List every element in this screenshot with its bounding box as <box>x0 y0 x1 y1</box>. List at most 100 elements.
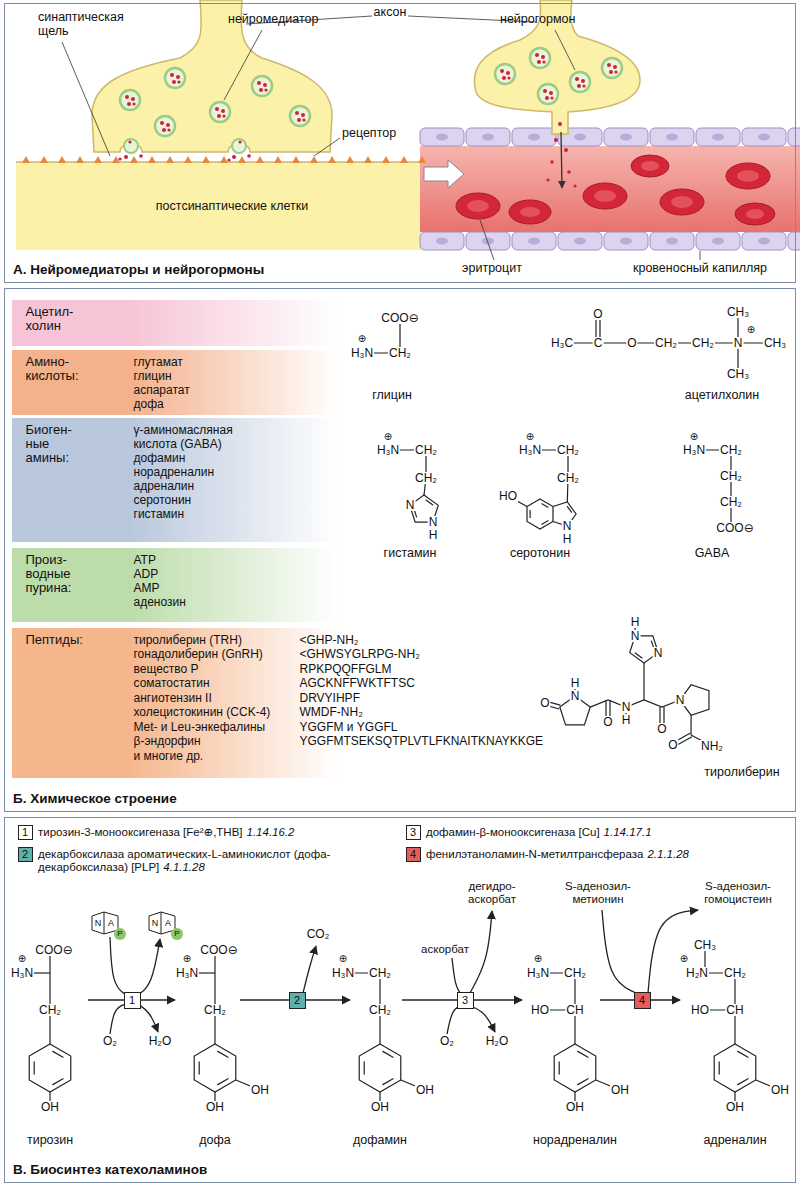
synapse-illustration <box>16 0 440 250</box>
atom-label: ⊕ <box>182 954 192 964</box>
label-text: OH <box>726 1100 744 1114</box>
enzyme-number: 3 <box>457 992 474 1009</box>
structure-bonds <box>697 972 735 973</box>
label-text: OH <box>611 1083 629 1097</box>
enzyme-number-text: 2 <box>22 849 28 860</box>
text-label: P <box>117 929 122 938</box>
leader-line <box>555 30 575 70</box>
structure-bonds <box>559 1062 560 1075</box>
synapse-illustration <box>290 106 310 126</box>
reaction-arrow <box>138 939 160 995</box>
endothelial-cells <box>466 232 510 250</box>
structure-bonds <box>29 1044 71 1092</box>
label-text: OH <box>771 1083 789 1097</box>
label-text: эритроцит <box>462 261 522 275</box>
list-item: Met- и Leu-энкефалины <box>134 720 266 734</box>
text-label: дофамин-β-монооксигеназа [Cu]1.14.17.1 <box>426 826 652 839</box>
capillary-illustration <box>570 72 590 92</box>
panel-frame: В. Биосинтез катехоламинов13241234 <box>4 817 796 1183</box>
enzyme-number-text: 2 <box>294 995 300 1006</box>
label-text: постсинаптические клетки <box>156 199 308 213</box>
label-text: H₂N <box>686 966 708 980</box>
erythrocytes <box>726 163 770 189</box>
coenzyme-icon <box>149 912 175 934</box>
list-item: и многие др. <box>134 749 204 763</box>
label-text: тирозин <box>27 1133 73 1147</box>
enzyme-number-text: 4 <box>410 849 416 860</box>
atom-label: CH <box>725 1004 744 1016</box>
receptor-symbol <box>418 156 426 163</box>
structure-bonds <box>34 1062 35 1075</box>
list-item: <GHWSYGLRPG-NH₂ <box>300 647 420 661</box>
atom-label: OH <box>40 1101 60 1113</box>
text-label: дофамин <box>353 1133 407 1147</box>
atom-label: OH <box>770 1084 790 1096</box>
list-item: вещество P <box>134 662 199 676</box>
structure-bonds <box>734 973 735 1044</box>
receptor-symbol <box>112 156 120 163</box>
list-item: ангиотензин II <box>134 691 212 705</box>
synapse-illustration <box>118 157 121 160</box>
reaction-arrow <box>110 1004 126 1034</box>
reaction-arrow <box>470 911 492 993</box>
leader-line <box>408 16 536 22</box>
erythrocytes <box>520 207 540 217</box>
list-item: аденозин <box>134 595 186 609</box>
list-item: DRVYIHPF <box>300 691 360 705</box>
atom-label: OH <box>610 1084 630 1096</box>
text-label: эритроцит <box>462 261 522 275</box>
label-text: CH₂ <box>724 966 746 980</box>
structure-bonds <box>756 1080 780 1090</box>
structure-bonds <box>719 1062 720 1075</box>
list-item: AGCKNFFWKTFTSC <box>300 676 415 690</box>
text-label: аскорбат <box>421 943 469 956</box>
enzyme-number: 2 <box>289 992 306 1009</box>
label-text: нейромедиатор <box>228 12 318 26</box>
reaction-arrow <box>452 958 460 993</box>
label-text: адреналин <box>703 1133 766 1147</box>
endothelial-cells <box>420 128 464 146</box>
label-text: OH <box>41 1100 59 1114</box>
erythrocytes <box>735 203 775 225</box>
enzyme-number-text: 4 <box>639 995 645 1006</box>
text-label: рецептор <box>342 126 396 140</box>
atom-label: HO <box>690 1004 710 1016</box>
capillary-illustration <box>495 64 515 84</box>
structure-bonds <box>214 950 215 1044</box>
list-item: ADP <box>134 567 159 581</box>
leader-line <box>314 138 340 156</box>
endothelial-cells <box>528 134 540 141</box>
structure-bonds <box>49 950 50 1044</box>
list-item: глутамат <box>134 355 183 369</box>
capillary-illustration <box>424 160 464 188</box>
capillary-illustration <box>564 148 568 152</box>
erythrocytes <box>671 196 693 208</box>
panel-title: В. Биосинтез катехоламинов <box>13 1162 207 1177</box>
capillary-illustration <box>420 146 800 232</box>
structure-bonds <box>714 1044 756 1092</box>
text-label: постсинаптические клетки <box>156 199 308 213</box>
text-label: O₂ <box>440 1035 454 1049</box>
synapse-illustration <box>227 158 230 161</box>
erythrocytes <box>737 170 759 182</box>
enzyme-number-text: 1 <box>129 995 135 1006</box>
panel-title: А. Нейромедиаторы и нейрогормоны <box>13 262 264 277</box>
enzyme-number-text: 3 <box>410 827 416 838</box>
label-text: N <box>95 918 102 928</box>
text-label: A <box>108 918 114 928</box>
label-text: CH₂ <box>369 1003 391 1017</box>
label-text: ⊕ <box>534 953 542 964</box>
structure-bonds <box>236 1080 260 1090</box>
receptor-symbol <box>58 156 66 163</box>
text-label: адреналин <box>703 1133 766 1147</box>
label-text: ⊕ <box>680 953 688 964</box>
endothelial-cells <box>620 134 632 141</box>
endothelial-cells <box>436 134 448 141</box>
label-text: H₂O <box>486 1034 509 1048</box>
structure-bonds <box>704 945 705 973</box>
label-text: H₃N <box>527 966 549 980</box>
structure-bonds <box>574 973 575 1044</box>
list-item: серотонин <box>134 493 252 507</box>
capillary-illustration <box>550 160 554 164</box>
atom-label: CH₂ <box>368 967 392 979</box>
